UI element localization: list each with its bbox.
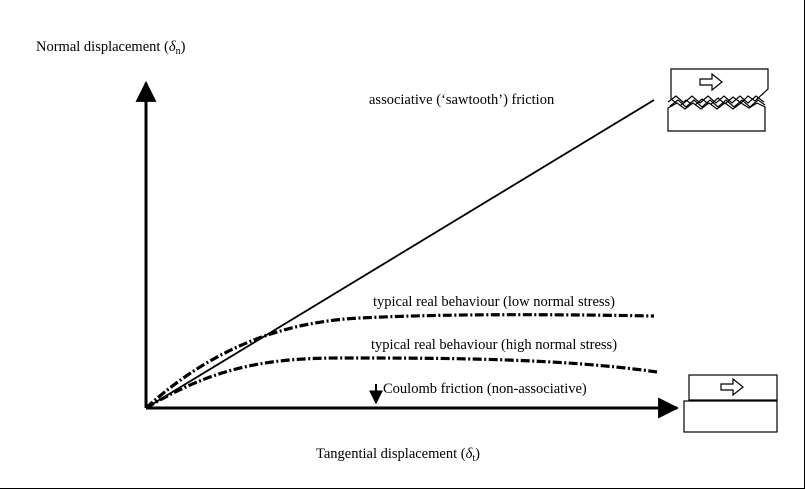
low-stress-curve xyxy=(144,313,655,410)
associative-friction-line xyxy=(145,99,655,409)
high-stress-label: typical real behaviour (high normal stre… xyxy=(371,337,617,353)
associative-friction-label: associative (‘sawtooth’) friction xyxy=(369,92,555,108)
right-arrow-icon xyxy=(699,72,723,92)
right-arrow-icon xyxy=(720,377,744,397)
x-axis-label: Tangential displacement (δt) xyxy=(316,446,480,464)
coulomb-friction-label: Coulomb friction (non-associative) xyxy=(383,381,587,397)
y-axis-label: Normal displacement (δn) xyxy=(36,39,186,57)
flat-block-icon xyxy=(683,374,778,433)
low-stress-label: typical real behaviour (low normal stres… xyxy=(373,294,615,310)
high-stress-curve xyxy=(145,356,658,410)
sawtooth-block-icon xyxy=(667,68,769,132)
